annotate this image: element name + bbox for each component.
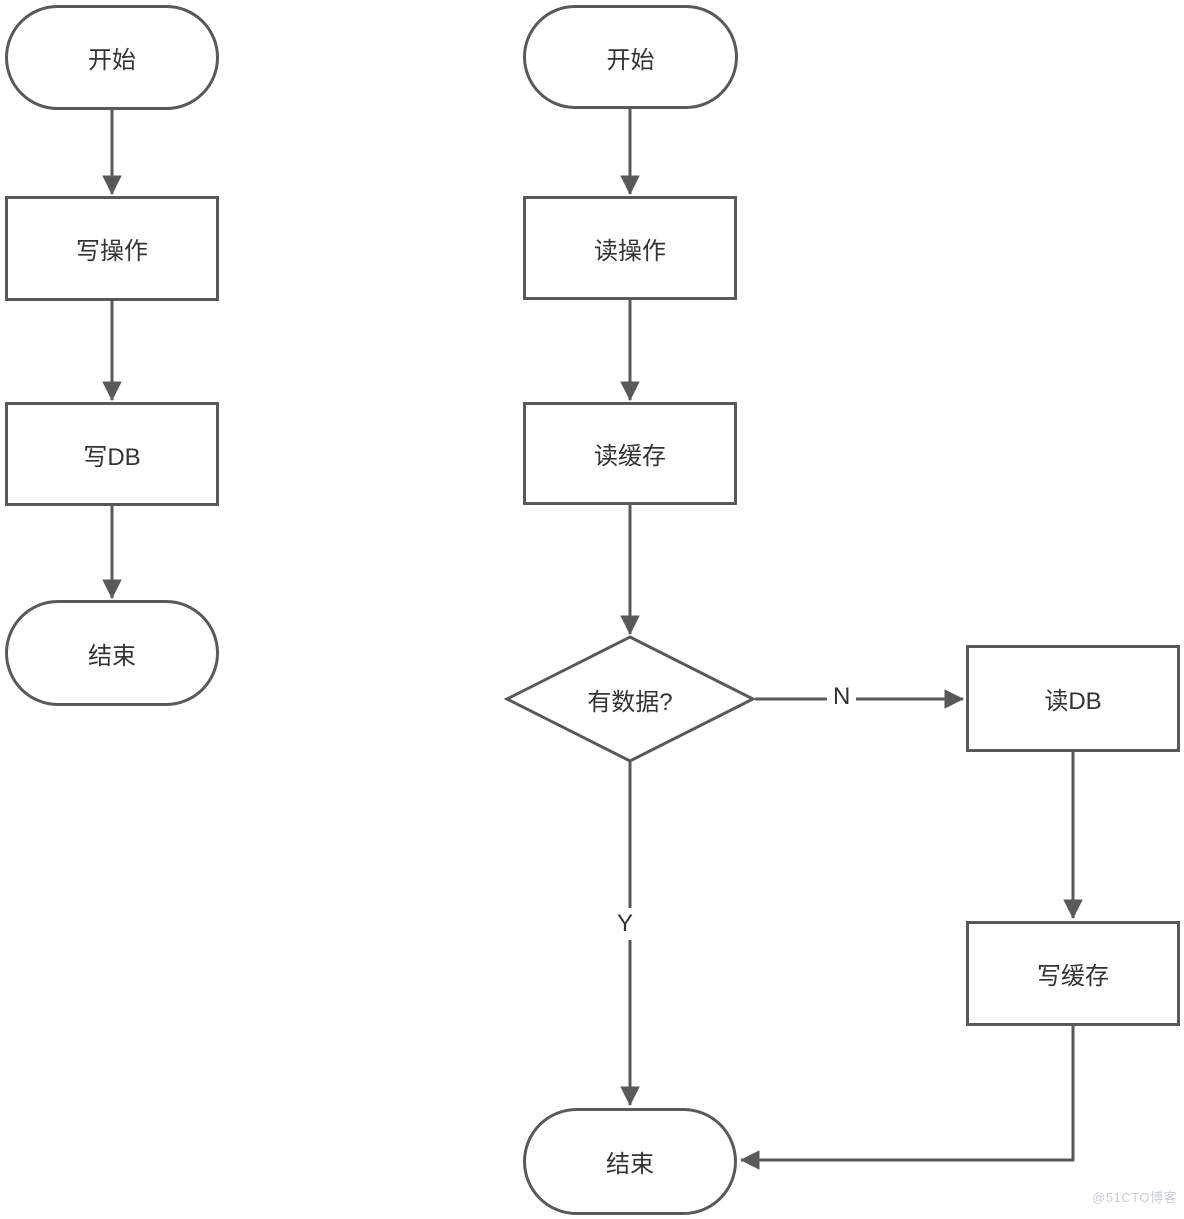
node-right-end: 结束 xyxy=(523,1108,737,1215)
node-read-cache: 读缓存 xyxy=(523,402,737,505)
edge-label-no-text: N xyxy=(833,683,851,710)
node-write-cache: 写缓存 xyxy=(966,921,1180,1026)
node-write-db-label: 写DB xyxy=(83,443,141,471)
node-left-end: 结束 xyxy=(5,600,219,706)
node-read-db-label: 读DB xyxy=(1044,688,1102,715)
node-right-end-label: 结束 xyxy=(606,1151,654,1178)
node-write-operation-label: 写操作 xyxy=(76,238,148,265)
node-write-db: 写DB xyxy=(5,402,219,506)
node-read-operation-label: 读操作 xyxy=(594,237,666,265)
node-left-start-label: 开始 xyxy=(88,47,136,74)
watermark-text: @51CTO博客 xyxy=(1092,1190,1177,1205)
edge-label-no: N xyxy=(827,681,857,713)
node-left-end-label: 结束 xyxy=(88,642,136,670)
edge-label-yes-text: Y xyxy=(617,910,634,937)
decision-diamond-shape xyxy=(503,635,757,763)
node-right-start-label: 开始 xyxy=(606,46,655,74)
node-left-start: 开始 xyxy=(5,5,219,110)
node-right-start: 开始 xyxy=(523,5,738,109)
node-write-cache-label: 写缓存 xyxy=(1037,963,1109,990)
node-read-db: 读DB xyxy=(966,645,1180,752)
edge-label-yes: Y xyxy=(611,908,640,940)
node-read-cache-label: 读缓存 xyxy=(594,443,666,470)
node-write-operation: 写操作 xyxy=(5,196,219,301)
node-read-operation: 读操作 xyxy=(523,196,737,300)
edge-writecache-to-end xyxy=(740,1026,1075,1170)
